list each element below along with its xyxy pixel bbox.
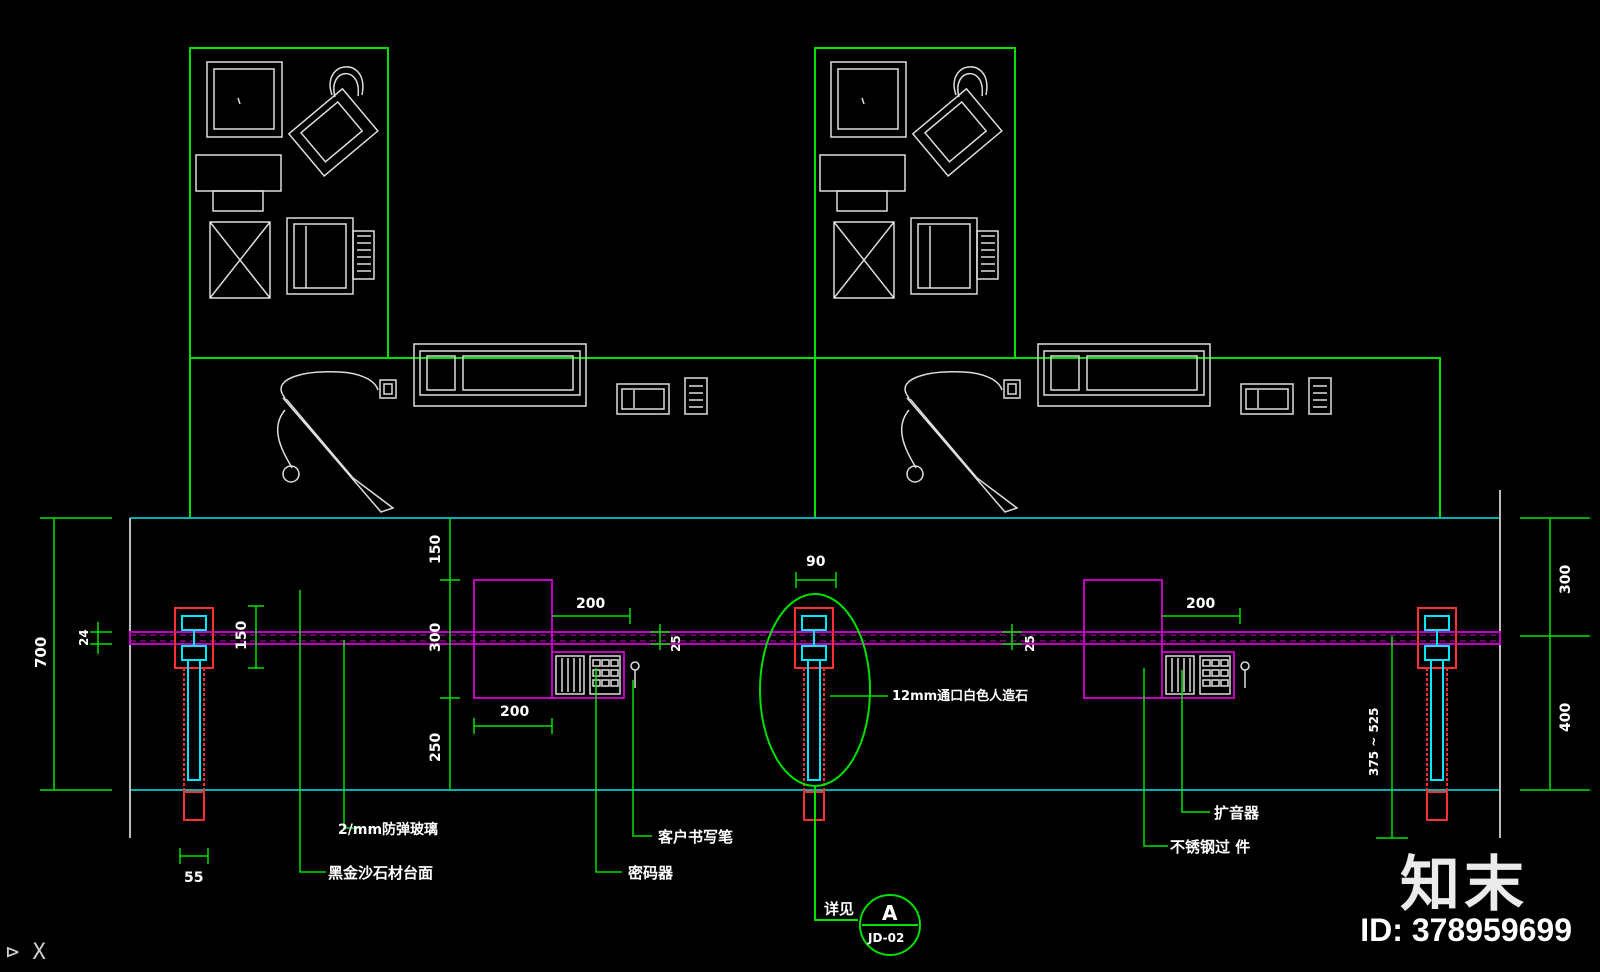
counter-top-label: 黑金沙石材台面 [328, 864, 433, 882]
glass-post-right [1417, 607, 1457, 821]
dim-24: 24 [77, 629, 91, 646]
grille-label: 12mm通口白色人造石 [892, 688, 1028, 704]
telephone-icon [287, 66, 379, 178]
dim-150-left: 150 [234, 621, 250, 650]
pen-label: 客户书写笔 [657, 828, 733, 846]
dim-55: 55 [184, 870, 203, 886]
printer-icon [286, 217, 375, 295]
back-office-plan [189, 47, 1441, 519]
image-id-label: ID: 378959699 [1360, 912, 1572, 948]
ucs-icon: ⊳ X [6, 940, 46, 965]
detail-sheet: JD-02 [867, 931, 904, 945]
detail-leader [814, 786, 858, 921]
detail-bubble [859, 894, 921, 956]
annotation-text: 2/mm防弹玻璃 黑金沙石材台面 客户书写笔 密码器 12mm通口白色人造石 扩… [328, 688, 1260, 945]
cash-box-icon [209, 221, 271, 299]
dim-700: 700 [32, 637, 50, 668]
counter-slot-icon [413, 343, 587, 407]
dim-25-left: 25 [669, 635, 683, 652]
detail-ref-label: 详见 [824, 900, 854, 918]
detail-letter: A [882, 901, 898, 925]
dim-300-right: 300 [1558, 565, 1574, 594]
intercom-label: 扩音器 [1214, 804, 1260, 822]
pen-icon [630, 661, 640, 688]
keypad-label: 密码器 [628, 864, 674, 882]
transaction-window-right [1083, 579, 1250, 699]
keyboard-icon [195, 154, 282, 212]
glass-post-left [174, 607, 214, 821]
dim-400-right: 400 [1558, 703, 1574, 732]
dim-90: 90 [806, 554, 826, 570]
glass-label: 2/mm防弹玻璃 [338, 821, 438, 838]
card-reader-icon [616, 377, 708, 415]
brand-logo: 知末 [1400, 850, 1528, 920]
dim-200-left-bottom: 200 [500, 704, 529, 720]
dim-200-right-top: 200 [1186, 596, 1215, 612]
keypad-icon [555, 655, 621, 695]
equipment-left [195, 61, 708, 513]
dim-300-mid: 300 [428, 623, 444, 652]
dim-375-525: 375 ~ 525 [1367, 707, 1381, 776]
dim-250-bottom: 250 [428, 733, 444, 762]
transaction-window-left [473, 579, 640, 699]
dim-200-left-top: 200 [576, 596, 605, 612]
monitor-icon [206, 61, 283, 138]
detail-oval [759, 593, 871, 787]
dim-25-right: 25 [1023, 635, 1037, 652]
stainless-label: 不锈钢过 件 [1170, 838, 1250, 856]
desk-partition-right [814, 47, 1016, 359]
leaders [299, 590, 1210, 873]
dim-150-top: 150 [428, 535, 444, 564]
dimensions [40, 517, 1590, 864]
teller-chair-icon [276, 371, 397, 513]
dimension-text: 700 24 55 150 150 300 250 200 200 25 90 … [32, 535, 1574, 886]
equipment-right [819, 61, 1332, 513]
